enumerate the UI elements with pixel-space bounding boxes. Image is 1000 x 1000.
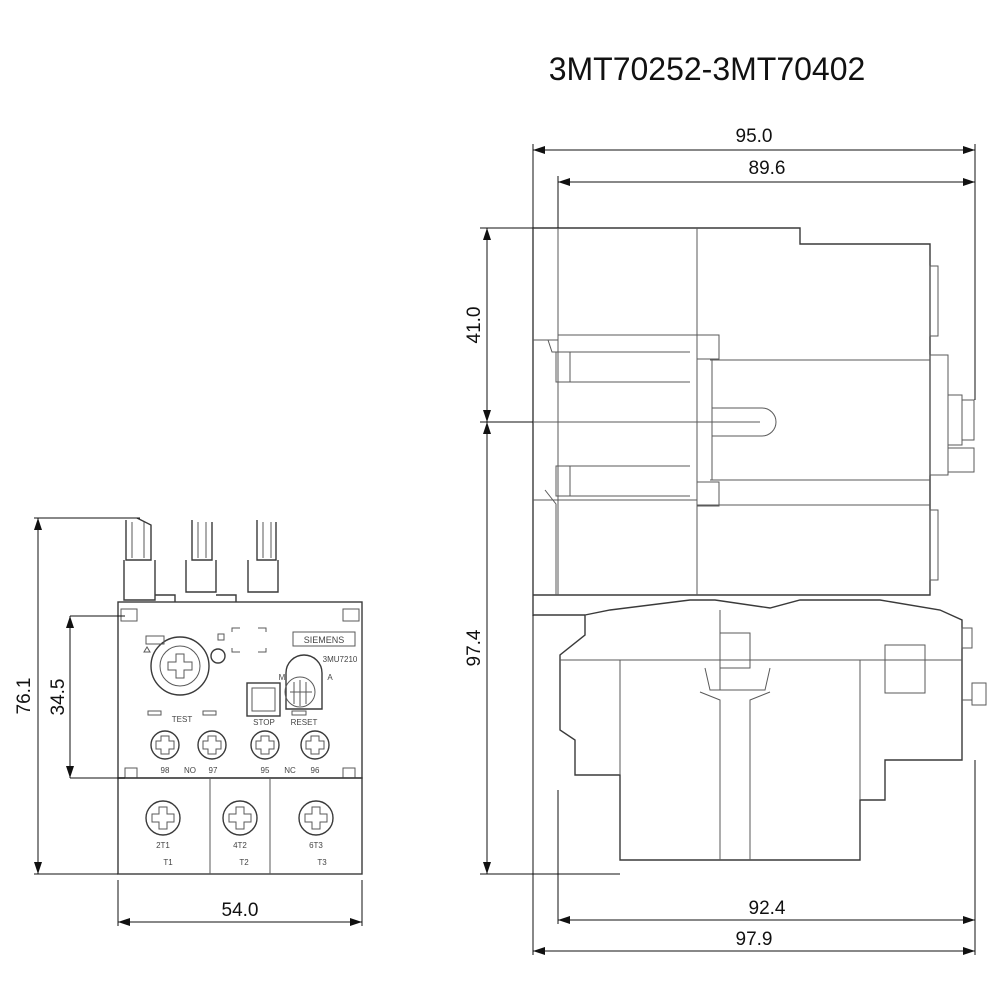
overload-relay-body xyxy=(532,595,987,861)
main-terminal-label: 2T1 xyxy=(156,841,170,850)
main-terminal-lower-label: T3 xyxy=(317,858,327,867)
mode-auto-label: A xyxy=(327,673,333,682)
brand-plate xyxy=(292,631,356,647)
reset-label: RESET xyxy=(291,718,318,727)
dim-width-top-inner: 89.6 xyxy=(749,158,786,179)
side-view xyxy=(532,227,987,861)
brand-name: SIEMENS xyxy=(304,635,345,645)
main-terminal-lower-label: T2 xyxy=(239,858,249,867)
contactor-body xyxy=(532,227,975,596)
front-lower-terminal-block xyxy=(117,777,363,875)
aux-terminal-label: 98 xyxy=(161,766,170,775)
mode-manual-label: M xyxy=(279,673,286,682)
stop-button xyxy=(246,682,281,717)
dim-width-bottom-outer: 97.9 xyxy=(736,929,773,950)
top-terminal-lugs xyxy=(123,517,279,602)
aux-terminal-label: 95 xyxy=(261,766,270,775)
model-number: 3MU7210 xyxy=(323,655,358,664)
aux-terminal-screws xyxy=(150,730,330,760)
side-view-dimensions xyxy=(480,144,976,955)
dim-width-bottom-inner: 92.4 xyxy=(749,898,786,919)
front-view-dimensions xyxy=(34,517,363,926)
reset-knob xyxy=(284,654,323,716)
dim-height-total: 76.1 xyxy=(14,678,35,715)
dim-height-upper: 41.0 xyxy=(464,307,485,344)
aux-terminal-label: NC xyxy=(284,766,296,775)
main-terminal-label: 4T2 xyxy=(233,841,247,850)
aux-terminal-label: 96 xyxy=(311,766,320,775)
dim-width-top-outer: 95.0 xyxy=(736,126,773,147)
dim-width: 54.0 xyxy=(222,900,259,921)
current-setting-dial xyxy=(143,635,226,716)
front-view: TEST SIEMENS 3MU7210 STOP M A RES xyxy=(117,517,363,875)
aux-terminal-label: NO xyxy=(184,766,196,775)
main-terminal-label: 6T3 xyxy=(309,841,323,850)
aux-terminal-label: 97 xyxy=(209,766,218,775)
trip-indicator-window xyxy=(217,627,267,653)
test-label: TEST xyxy=(172,715,193,724)
main-terminal-screws xyxy=(145,800,334,836)
main-terminal-lower-label: T1 xyxy=(163,858,173,867)
dim-height-body: 34.5 xyxy=(48,679,69,716)
dim-height-lower: 97.4 xyxy=(464,629,485,666)
drawing-title: 3MT70252-3MT70402 xyxy=(549,51,866,87)
stop-label: STOP xyxy=(253,718,275,727)
